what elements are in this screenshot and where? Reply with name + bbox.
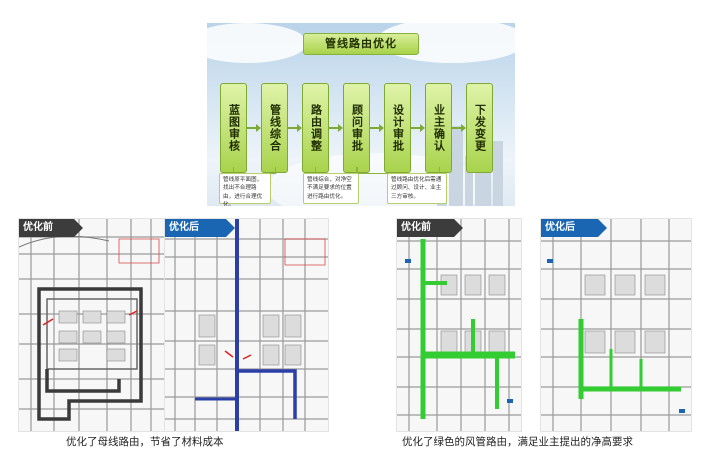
right-caption: 优化了绿色的风管路由，满足业主提出的净高要求 [402,436,633,448]
duct-before-plan: 优化前 [396,218,522,432]
step-pipeline-integration: 管线综合 [261,83,288,173]
step-consultant-approval: 顾问审批 [343,83,370,173]
step-design-approval: 设计审批 [384,83,411,173]
before-label: 优化前 [19,219,83,237]
busbar-before-plan: 优化前 [18,218,165,432]
cloud [207,23,307,63]
arrow-right-icon [247,124,261,132]
arrow-right-icon [288,124,302,132]
busbar-after-plan: 优化后 [164,218,329,432]
step-blueprint-review: 蓝图审核 [220,83,247,173]
floor-plan-drawing [397,219,521,431]
floor-plan-drawing [541,219,691,431]
duct-after-plan: 优化后 [540,218,692,432]
floor-plan-drawing [165,219,328,431]
flow-diagram-panel: 管线路由优化 蓝图审核 管线综合 路由调整 顾问审批 设计审批 业主确认 下发变… [207,23,515,206]
arrow-right-icon [452,124,466,132]
arrow-right-icon [411,124,425,132]
arrow-right-icon [329,124,343,132]
note-integration: 管线综合，对净空不满足要求的位置进行路由优化。 [303,173,359,204]
skyline-building [493,141,503,206]
skyline-building [465,156,473,206]
before-label: 优化前 [397,219,463,237]
arrow-right-icon [370,124,384,132]
step-route-adjust: 路由调整 [302,83,329,173]
after-label: 优化后 [541,219,607,237]
floor-plan-drawing [19,219,164,431]
flow-title: 管线路由优化 [303,33,419,55]
step-owner-confirm: 业主确认 [425,83,452,173]
skyline-building [449,126,463,206]
note-approval: 管线路由优化后需通过顾问、设计、业主三方审核。 [387,173,447,204]
left-caption: 优化了母线路由，节省了材料成本 [66,436,224,448]
step-issue-change: 下发变更 [466,83,493,173]
after-label: 优化后 [165,219,235,237]
note-blueprint: 管线原平面图，找出不合理路由，进行合理优化。 [219,173,271,206]
